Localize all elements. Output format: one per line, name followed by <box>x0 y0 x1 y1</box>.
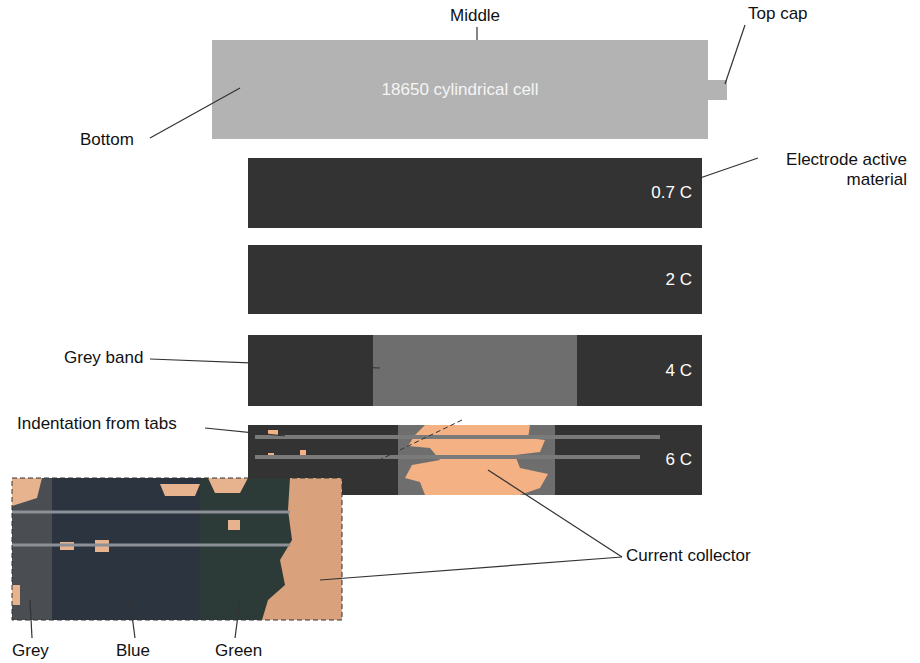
electrode-strip: 4 C <box>248 335 702 406</box>
c-rate-label: 0.7 C <box>651 183 692 203</box>
photo-indentation <box>12 544 290 547</box>
colour-label: Blue <box>116 641 150 661</box>
tab-indentation <box>255 455 640 459</box>
inset-guide <box>342 420 462 478</box>
electrode-strip: 6 C <box>248 425 702 495</box>
top-cap <box>708 80 727 100</box>
photo-indentation <box>12 511 290 514</box>
tab-indentation <box>255 435 660 439</box>
c-rate-label: 2 C <box>666 270 692 290</box>
electrode-strip <box>248 335 702 406</box>
colour-label: Green <box>215 641 262 661</box>
photo-copper-patch <box>12 478 248 605</box>
position-label: Middle <box>450 6 500 26</box>
grey-band <box>373 335 577 406</box>
part-label: Top cap <box>748 4 808 24</box>
part-label: Grey band <box>64 348 143 368</box>
part-label: Current collector <box>626 546 751 566</box>
cell-body: 18650 cylindrical cell <box>212 40 708 139</box>
colour-label: Grey <box>12 641 49 661</box>
position-label: Bottom <box>80 130 134 150</box>
cell-body <box>212 40 708 139</box>
electrode-strip <box>248 245 702 314</box>
part-label: Indentation from tabs <box>17 414 177 434</box>
c-rate-label: 6 C <box>666 450 692 470</box>
electrode-strip <box>248 158 702 228</box>
cell-label: 18650 cylindrical cell <box>382 80 539 100</box>
electrode-strip: 0.7 C <box>248 158 702 228</box>
photo-inset <box>12 478 342 620</box>
part-label: Electrode active material <box>762 150 907 191</box>
c-rate-label: 4 C <box>666 361 692 381</box>
inset-frame <box>12 478 342 620</box>
photo-current-collector <box>262 478 342 620</box>
electrode-strip: 2 C <box>248 245 702 314</box>
leader-lines <box>30 25 758 638</box>
